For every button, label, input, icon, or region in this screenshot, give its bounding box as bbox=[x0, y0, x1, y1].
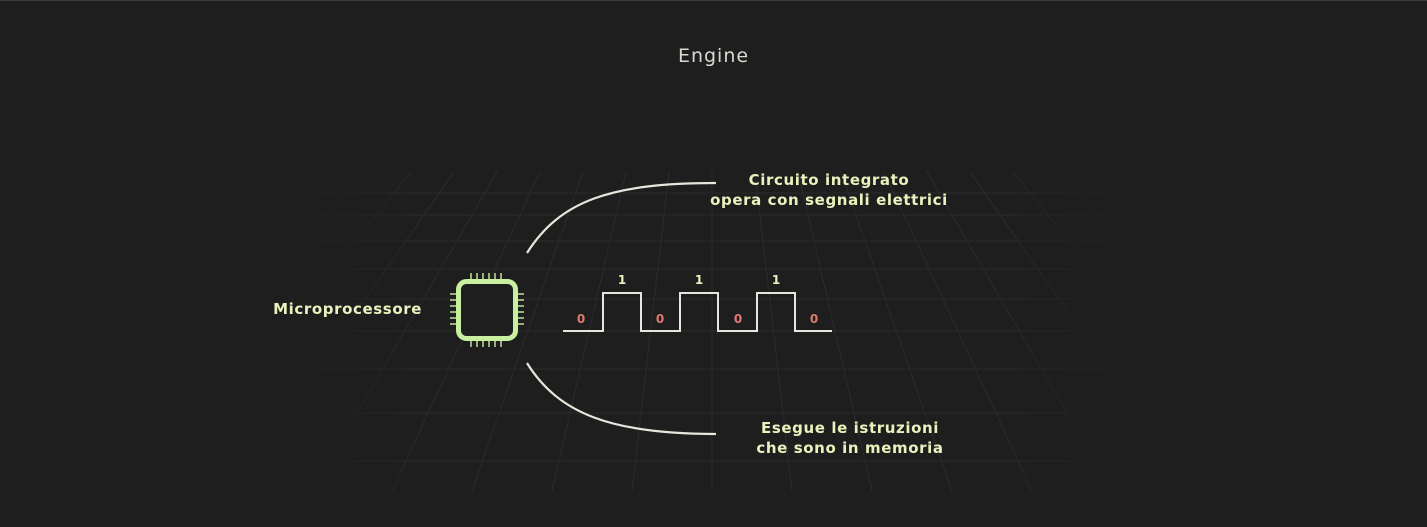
grid-line bbox=[0, 170, 327, 485]
slide-title: Engine bbox=[677, 45, 750, 67]
signal-bit-2: 0 bbox=[656, 312, 664, 326]
signal-bit-5: 1 bbox=[772, 273, 780, 287]
signal-bit-3: 1 bbox=[695, 273, 703, 287]
microchip-icon bbox=[450, 273, 524, 347]
grid-line bbox=[0, 170, 155, 274]
grid-line bbox=[0, 170, 284, 416]
grid-line bbox=[1140, 170, 1427, 419]
bottom-description-line2: che sono in memoria bbox=[756, 439, 943, 457]
signal-bit-4: 0 bbox=[734, 312, 742, 326]
grid-line bbox=[1269, 170, 1427, 276]
signal-bit-labels: 0 1 0 1 0 1 0 bbox=[577, 273, 818, 326]
grid-line bbox=[1226, 170, 1427, 316]
grid-line bbox=[1097, 170, 1427, 487]
perspective-grid bbox=[0, 170, 1427, 492]
bottom-connector-arc bbox=[526, 362, 717, 436]
grid-line bbox=[0, 170, 241, 360]
grid-line bbox=[0, 170, 112, 241]
top-description-line2: opera con segnali elettrici bbox=[710, 191, 948, 209]
bottom-description-line1: Esegue le istruzioni bbox=[761, 419, 939, 437]
signal-bit-6: 0 bbox=[810, 312, 818, 326]
signal-bit-0: 0 bbox=[577, 312, 585, 326]
grid-line bbox=[1312, 170, 1427, 243]
square-wave-signal bbox=[563, 292, 832, 332]
top-description-line1: Circuito integrato bbox=[749, 171, 910, 189]
top-connector-arc bbox=[526, 181, 717, 254]
signal-bit-1: 1 bbox=[618, 273, 626, 287]
microprocessor-label: Microprocessore bbox=[273, 300, 422, 318]
grid-line bbox=[1183, 170, 1427, 363]
grid-line bbox=[0, 170, 198, 314]
